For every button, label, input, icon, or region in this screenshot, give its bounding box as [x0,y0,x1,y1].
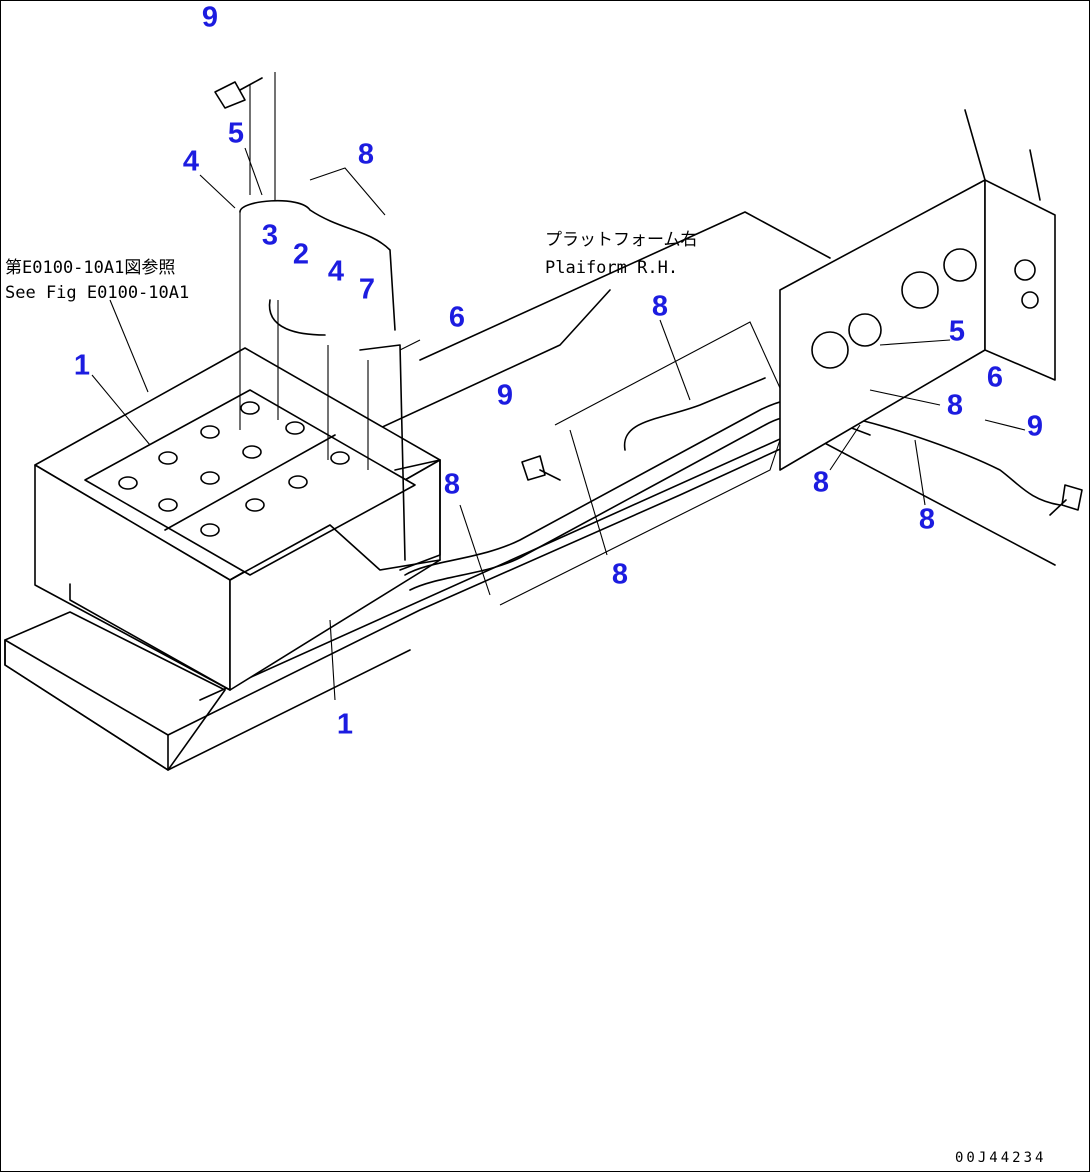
callout-5: 5 [948,315,966,348]
platform-label-en: Plaiform R.H. [545,258,679,278]
callout-9: 9 [1026,410,1044,443]
callout-6: 6 [448,301,466,334]
leader-lines [91,147,1026,701]
relay-box [779,109,1056,471]
callout-8: 8 [357,138,375,171]
callout-8: 8 [918,503,936,536]
platform-slab [4,429,1056,771]
battery-box [34,347,441,691]
callout-3: 3 [261,219,279,252]
callout-9: 9 [201,1,219,34]
callout-7: 7 [358,273,376,306]
figure-code: 00J44234 [955,1150,1047,1166]
callout-2: 2 [292,238,310,271]
platform-rh [299,211,831,606]
battery-cables [239,72,406,561]
callout-8: 8 [651,290,669,323]
callout-1: 1 [336,708,354,741]
reference-note-en: See Fig E0100-10A1 [5,283,190,303]
callout-8: 8 [946,389,964,422]
callout-9: 9 [496,379,514,412]
callout-5: 5 [227,117,245,150]
callout-8: 8 [812,466,830,499]
bolt-icon [214,77,1083,516]
callout-8: 8 [443,468,461,501]
callout-4: 4 [182,145,200,178]
platform-label-jp: プラットフォーム右 [545,230,698,250]
callout-1: 1 [73,349,91,382]
callout-8: 8 [611,558,629,591]
reference-note-jp: 第E0100-10A1図参照 [5,258,176,278]
callout-4: 4 [327,255,345,288]
callout-6: 6 [986,361,1004,394]
